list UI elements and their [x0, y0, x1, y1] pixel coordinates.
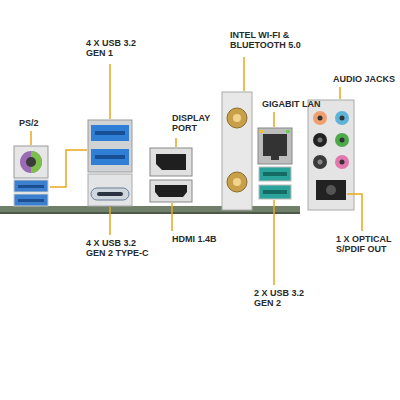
callout-label: PS/2 — [19, 118, 49, 128]
callout-label: AUDIO JACKS — [333, 74, 395, 84]
callout-label: INTEL WI-FI & BLUETOOTH 5.0 — [230, 30, 310, 51]
callout-label: DISPLAY PORT — [172, 113, 218, 134]
callout-label: GIGABIT LAN — [262, 99, 332, 109]
callout-label: 4 X USB 3.2 GEN 1 — [86, 38, 142, 59]
callout-label: 1 X OPTICAL S/PDIF OUT — [336, 234, 396, 255]
callout-label: 4 X USB 3.2 GEN 2 TYPE-C — [86, 238, 154, 259]
callout-label: 2 X USB 3.2 GEN 2 — [254, 288, 310, 309]
callout-label: HDMI 1.4B — [172, 234, 228, 244]
